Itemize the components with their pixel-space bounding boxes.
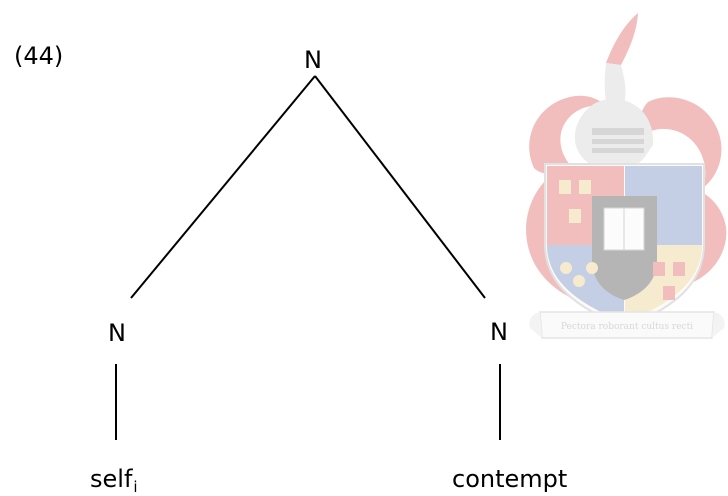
tree-right-node: N [490, 318, 508, 346]
tree-left-leaf: selfi [90, 465, 138, 495]
mantling-left [526, 95, 609, 305]
crest-plume [604, 13, 638, 112]
motto-ribbon: Pectora roborant cultus recti [529, 311, 725, 339]
helmet [574, 98, 654, 171]
example-number: (44) [14, 42, 64, 70]
tree-root-node: N [304, 46, 322, 74]
tree-left-node: N [108, 319, 126, 347]
motto-text: Pectora roborant cultus recti [561, 322, 693, 332]
branch-root-right [314, 75, 486, 299]
shield [544, 163, 705, 329]
tree-right-leaf: contempt [452, 465, 568, 493]
branch-root-left [130, 75, 316, 299]
leaf-word-self: self [90, 465, 133, 493]
leaf-subscript-i: i [133, 478, 138, 496]
mantling-right [638, 97, 727, 285]
